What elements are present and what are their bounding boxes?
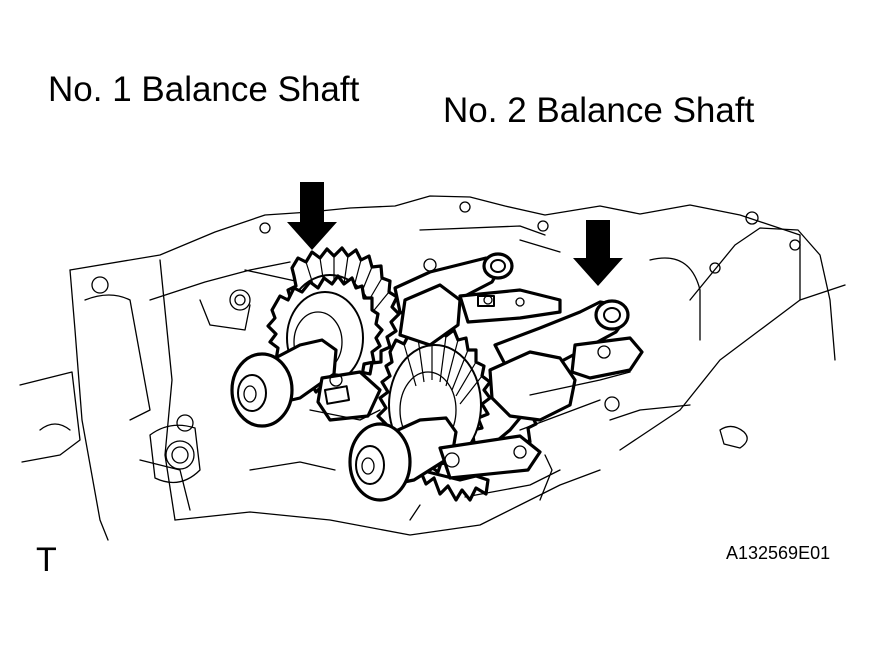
no2-balance-shaft bbox=[348, 416, 542, 502]
figure-code: A132569E01 bbox=[726, 543, 831, 563]
balancer-housing-rear bbox=[393, 252, 562, 347]
no1-balance-shaft bbox=[230, 338, 382, 428]
no1-balance-shaft-label: No. 1 Balance Shaft bbox=[48, 70, 360, 109]
corner-mark: T bbox=[36, 541, 57, 579]
engine-block bbox=[19, 195, 846, 541]
down-arrow-icon bbox=[573, 220, 623, 286]
balancer-housing-front bbox=[488, 299, 644, 431]
down-arrow-icon bbox=[287, 182, 337, 250]
no2-balance-shaft-label: No. 2 Balance Shaft bbox=[443, 91, 755, 130]
